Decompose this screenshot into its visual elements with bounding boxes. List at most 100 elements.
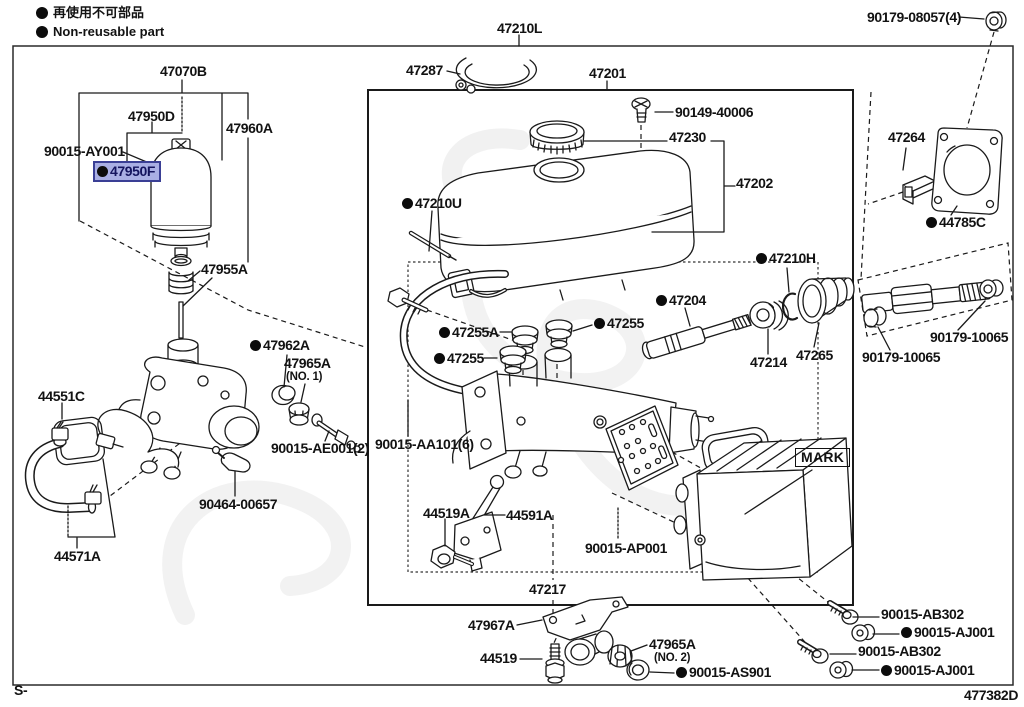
gasket-drawing	[931, 127, 1003, 215]
part-label-47201[interactable]: 47201	[589, 66, 626, 81]
figure-code: 477382D	[964, 688, 1018, 703]
label-text: 47214	[750, 354, 787, 370]
label-text: 44785C	[939, 214, 986, 230]
part-label-44591a[interactable]: 44591A	[506, 508, 553, 523]
label-text: 47204	[669, 292, 706, 308]
part-label-90179-08057[interactable]: 90179-08057(4)	[867, 10, 961, 25]
part-label-47202[interactable]: 47202	[736, 176, 773, 191]
leader-lines	[61, 16, 986, 674]
reservoir-cap-drawing	[529, 120, 585, 155]
footer-sheet-code: S-	[14, 683, 28, 698]
part-label-90015-ay001[interactable]: 90015-AY001	[44, 144, 125, 159]
label-text: 47967A	[468, 617, 515, 633]
label-text: 47255A	[452, 324, 499, 340]
part-label-47960a[interactable]: 47960A	[226, 121, 273, 136]
part-label-44519a[interactable]: 44519A	[423, 506, 470, 521]
part-label-47230[interactable]: 47230	[669, 130, 706, 145]
part-label-47264[interactable]: 47264	[888, 130, 925, 145]
part-label-47070b[interactable]: 47070B	[160, 64, 207, 79]
non-reusable-bullet-icon	[439, 326, 450, 338]
part-label-47950d[interactable]: 47950D	[128, 109, 175, 124]
part-label-90015-as901[interactable]: 90015-AS901	[676, 665, 771, 680]
part-label-47204[interactable]: 47204	[656, 293, 706, 308]
label-text: 477382D	[964, 687, 1019, 703]
part-label-47965a-no2-sub[interactable]: (NO. 2)	[654, 652, 690, 664]
part-label-44785c[interactable]: 44785C	[926, 215, 986, 230]
part-label-47962a[interactable]: 47962A	[250, 338, 310, 353]
label-text: (NO. 1)	[286, 371, 323, 383]
label-text: 47265	[796, 347, 833, 363]
part-label-47255a[interactable]: 47255A	[439, 325, 499, 340]
part-label-90015-ab302-2[interactable]: 90015-AB302	[858, 644, 941, 659]
label-text: 47202	[736, 175, 773, 191]
union-bolt-drawing	[387, 287, 429, 315]
pump-bracket-plate-drawing	[605, 405, 679, 491]
part-label-47265[interactable]: 47265	[796, 348, 833, 363]
non-reusable-bullet-icon	[656, 294, 667, 306]
label-text: 47950F	[110, 163, 156, 179]
valve-nut-right-drawing	[979, 279, 1004, 299]
part-label-47965a-no1[interactable]: 47965A	[284, 356, 331, 371]
hose-clamp-icon	[51, 421, 102, 505]
screw-ab302-2-drawing	[797, 639, 829, 664]
part-label-47217[interactable]: 47217	[529, 582, 566, 597]
non-reusable-bullet-icon	[402, 197, 413, 209]
part-label-47967a[interactable]: 47967A	[468, 618, 515, 633]
part-label-90015-aj001-1[interactable]: 90015-AJ001	[901, 624, 995, 640]
label-text: MARK	[801, 449, 845, 465]
bolt-ae001-drawing	[311, 413, 361, 453]
booster-pump-assembly-drawing	[97, 338, 260, 480]
label-text: 47287	[406, 62, 443, 78]
part-label-47965a-no2[interactable]: 47965A	[649, 637, 696, 652]
boot-drawing	[797, 277, 855, 324]
label-text: 47201	[589, 65, 626, 81]
non-reusable-bullet-icon	[36, 6, 48, 19]
label-text: 47210L	[497, 20, 543, 36]
bolt-44519-drawing	[545, 643, 565, 684]
part-label-90015-ab302-1[interactable]: 90015-AB302	[881, 607, 964, 622]
part-label-90464-00657[interactable]: 90464-00657	[199, 496, 278, 512]
label-text: 44519	[480, 650, 517, 666]
part-label-47255-right[interactable]: 47255	[594, 316, 644, 331]
label-text: Non-reusable part	[53, 24, 165, 39]
non-reusable-bullet-icon	[36, 25, 48, 38]
non-reusable-bullet-icon	[901, 626, 912, 638]
label-text: 47962A	[263, 337, 310, 353]
screw-90149-drawing	[631, 97, 651, 123]
clamp-bracket-drawing	[542, 596, 629, 666]
label-text: 90464-00657	[199, 496, 278, 512]
part-label-90015-aj001-2[interactable]: 90015-AJ001	[881, 663, 975, 678]
label-text: 47955A	[201, 261, 248, 277]
part-label-44551c[interactable]: 44551C	[38, 389, 85, 404]
part-label-44571a[interactable]: 44571A	[54, 549, 101, 564]
piston-snap-ring-drawing	[781, 292, 799, 321]
part-label-90015-ap001[interactable]: 90015-AP001	[585, 541, 667, 556]
part-label-90149-40006[interactable]: 90149-40006	[675, 105, 754, 120]
part-label-47287[interactable]: 47287	[406, 63, 443, 78]
part-label-90015-aa101[interactable]: 90015-AA101(6)	[375, 437, 474, 452]
label-text: 47210U	[415, 195, 462, 211]
legend-item-en: Non-reusable part	[36, 25, 164, 39]
part-label-47965a-no1-sub[interactable]: (NO. 1)	[286, 371, 322, 383]
part-label-47210h[interactable]: 47210H	[756, 251, 816, 266]
label-text: 47230	[669, 129, 706, 145]
sensor-bracket-drawing	[453, 474, 505, 572]
part-label-47210l[interactable]: 47210L	[497, 21, 542, 36]
label-text: 90015-AY001	[44, 143, 125, 159]
part-label-47955a[interactable]: 47955A	[201, 262, 248, 277]
wire-bracket-drawing	[52, 416, 124, 466]
label-text: 90015-AJ001	[914, 624, 995, 640]
part-label-90179-10065-left[interactable]: 90179-10065	[862, 350, 941, 365]
part-label-47210u[interactable]: 47210U	[402, 196, 462, 211]
part-label-44519[interactable]: 44519	[480, 651, 517, 666]
part-label-47255-left[interactable]: 47255	[434, 351, 484, 366]
part-label-47950f[interactable]: 47950F	[93, 161, 162, 182]
part-label-90179-10065-right[interactable]: 90179-10065	[930, 330, 1009, 345]
grommet-aj001-1-drawing	[851, 623, 876, 642]
label-text: 90015-AP001	[585, 540, 667, 556]
part-label-90015-ae001[interactable]: 90015-AE001(2)	[271, 441, 369, 456]
part-label-47214[interactable]: 47214	[750, 355, 787, 370]
non-reusable-bullet-icon	[881, 664, 892, 676]
